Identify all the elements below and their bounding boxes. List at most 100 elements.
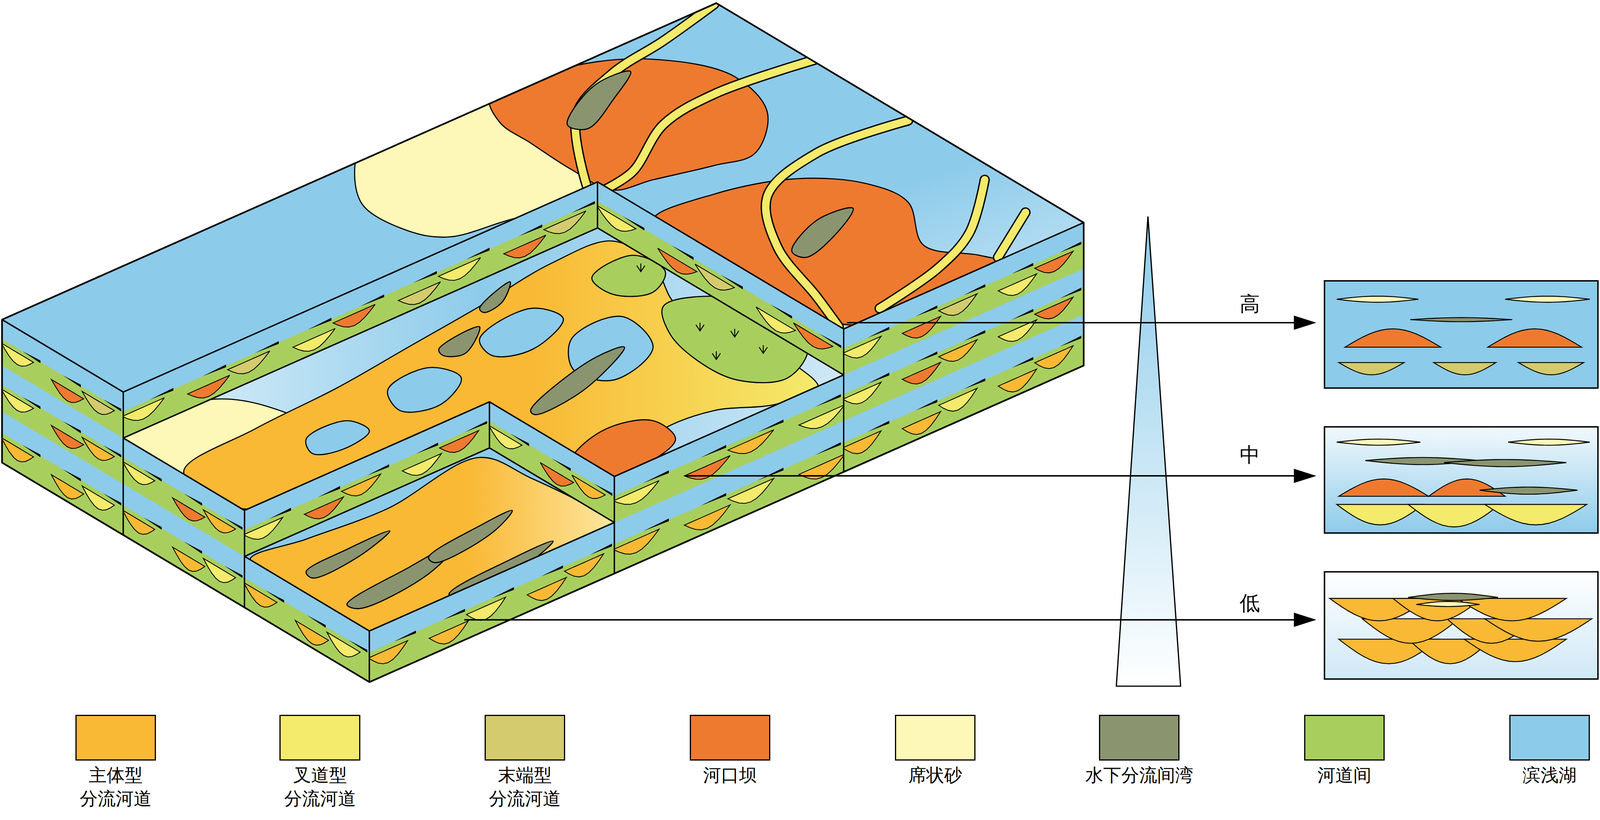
section-lens	[1408, 592, 1498, 600]
sand-lens	[613, 480, 659, 505]
sand-lens	[82, 485, 115, 511]
interchannel-layer	[1, 319, 124, 535]
section-lens	[1336, 295, 1419, 303]
bay-lens	[791, 207, 854, 258]
interfinger-wedge	[183, 541, 203, 554]
interfinger-wedge	[143, 468, 162, 482]
lake-layer	[843, 314, 1084, 443]
sand-lens	[368, 640, 408, 664]
sand-lens	[596, 205, 636, 232]
face-outline	[123, 437, 245, 607]
sand-lens	[842, 382, 881, 404]
face-layers	[368, 522, 615, 682]
interchannel-layer	[369, 522, 615, 682]
face-outline	[123, 181, 598, 438]
sand-lens	[613, 528, 659, 554]
interfinger-wedge	[593, 483, 613, 496]
section-face	[613, 374, 845, 574]
lake-layer	[369, 522, 615, 652]
interfinger-wedge	[62, 374, 81, 387]
sand-lens	[341, 473, 381, 496]
arrow-head	[1293, 315, 1317, 330]
interfinger-wedge	[757, 419, 784, 433]
bay-lens	[438, 326, 480, 357]
interfinger-wedge	[915, 399, 938, 411]
lake-layer	[123, 181, 598, 412]
lake-ground	[1, 3, 1084, 392]
interfinger-wedge	[518, 224, 543, 237]
section-face	[368, 522, 615, 682]
section-face	[122, 181, 598, 438]
grass-symbol	[759, 345, 768, 354]
interfinger-wedge	[465, 420, 487, 432]
interfinger-wedge	[510, 433, 530, 446]
interfinger-wedge	[202, 364, 227, 376]
interfinger-wedge	[268, 507, 291, 519]
grass-symbol	[636, 263, 645, 272]
interfinger-wedge	[1011, 308, 1034, 320]
interfinger-wedge	[415, 442, 438, 454]
legend-text: 主体型 分流河道	[79, 763, 152, 811]
section-lens	[1484, 504, 1587, 525]
face-layers	[243, 556, 370, 682]
cross-section-box	[1324, 571, 1599, 679]
sand-lens	[938, 339, 978, 362]
section-lens	[1456, 597, 1566, 621]
interfinger-wedge	[442, 608, 465, 620]
face-outline	[1, 319, 124, 535]
face-outline	[369, 522, 615, 682]
legend-swatch	[484, 714, 566, 761]
face-outline	[597, 181, 844, 375]
section-lens	[1344, 328, 1441, 348]
sand-lens	[122, 509, 155, 534]
section-lens	[1464, 638, 1567, 662]
legend-text: 末端型 分流河道	[488, 763, 561, 811]
level-label: 低	[1239, 592, 1260, 614]
interfinger-wedge	[306, 614, 326, 628]
interfinger-wedge	[255, 340, 280, 353]
sand-lens	[227, 350, 270, 374]
face-outline	[843, 222, 1084, 472]
surface	[1, 3, 1084, 392]
interfinger-wedge	[540, 565, 563, 577]
interfinger-wedge	[1011, 356, 1034, 368]
sand-lens	[938, 388, 978, 412]
interfinger-wedge	[22, 444, 41, 457]
interfinger-wedge	[143, 517, 162, 530]
legend-text: 河口坝	[703, 763, 758, 787]
sand-lens	[694, 263, 735, 290]
surface-outline	[1, 3, 1084, 392]
legend-swatch	[1098, 714, 1180, 761]
bay-lens	[306, 530, 390, 578]
interfinger-wedge	[1059, 335, 1081, 347]
interfinger-wedge	[224, 565, 243, 578]
interfinger-wedge	[307, 317, 332, 330]
sand-lens	[727, 429, 774, 454]
legend-swatch	[894, 714, 976, 761]
interchannel-layer	[843, 222, 1084, 472]
legend-swatch	[1304, 714, 1385, 761]
face-outline	[244, 401, 490, 557]
interfinger-wedge	[103, 493, 122, 506]
interfinger-wedge	[318, 485, 341, 497]
interfinger-wedge	[265, 590, 285, 603]
interchannel-layer	[597, 181, 844, 375]
sand-lens	[243, 582, 277, 607]
lake-layer	[614, 420, 844, 544]
section-lens	[1410, 317, 1513, 322]
block-outline	[1, 3, 1084, 682]
face-layers	[842, 222, 1084, 472]
section-face	[842, 222, 1084, 472]
interfinger-wedge	[149, 387, 174, 400]
face-layers	[1, 319, 124, 535]
face-layers	[122, 437, 245, 607]
section-lens	[1336, 438, 1421, 446]
leader-line	[685, 474, 1299, 477]
interfinger-wedge	[1059, 241, 1081, 253]
interfinger-wedge	[700, 492, 727, 506]
interchannel-layer	[123, 181, 598, 438]
level-label: 中	[1239, 444, 1260, 466]
sand-lens	[332, 304, 376, 327]
interfinger-wedge	[867, 372, 890, 384]
